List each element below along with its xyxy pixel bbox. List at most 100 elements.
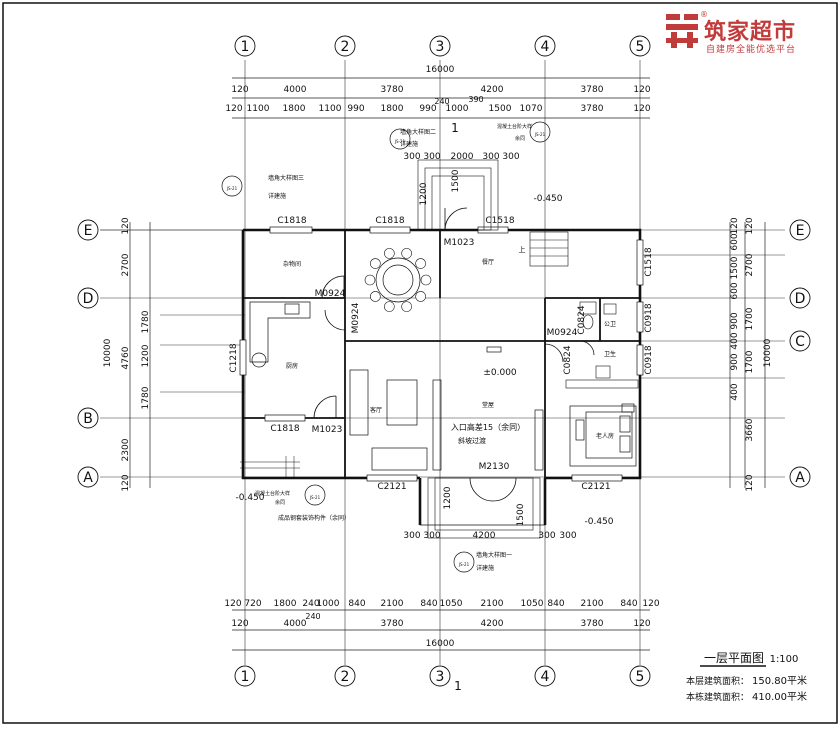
window-label: C0918 [644, 345, 654, 374]
dim-bottom-row1: 1050 [440, 599, 463, 609]
dim-top-row3: 120 [225, 104, 242, 114]
bath-fixtures [565, 301, 639, 389]
axis-top-4-circle [534, 35, 556, 57]
detail-ref: JS-21 [458, 562, 470, 567]
brand-logo: ® 筑家超市 自建房全能优选平台 [664, 10, 834, 60]
door-swings [313, 207, 595, 502]
axis-left-D-circle [77, 287, 99, 309]
elder-bed [569, 403, 637, 467]
dim-right-col1: 1700 [745, 307, 755, 330]
dim-top-row2: 4000 [284, 85, 307, 95]
dim-bottom-row1: 240 [302, 599, 319, 609]
entry-steps-bottom [427, 477, 541, 539]
dim-left-col1: 2700 [121, 253, 131, 276]
door-label: M1023 [444, 238, 475, 248]
step-dimension: 300 [538, 531, 555, 541]
note-corner2: 墙角大样图二 [400, 128, 436, 136]
step-dimension: 300 [482, 152, 499, 162]
dim-top-row3: 1070 [520, 104, 543, 114]
dim-bottom-row2: 4200 [481, 619, 504, 629]
dim-top-row2: 120 [633, 85, 650, 95]
note-stair: 上 [519, 245, 526, 254]
room-label-bath: 卫生 [604, 350, 616, 358]
door-label: M2130 [479, 462, 510, 472]
dim-bottom-extra: 240 [305, 612, 320, 621]
dim-bottom-row1: 720 [244, 599, 261, 609]
door-label: M1023 [312, 425, 343, 435]
dim-right-col2: 900 [730, 353, 740, 370]
dim-top-row3: 1100 [319, 104, 342, 114]
dim-right-col2: 400 [730, 332, 740, 349]
axis-top-3: 3 [436, 39, 445, 55]
window-label: C1818 [277, 216, 306, 226]
dining-chairs [364, 248, 432, 312]
note-sill: 成品钢套装饰构件（余同） [278, 514, 350, 522]
axis-top-3-circle [429, 35, 451, 57]
window-label: C1818 [270, 424, 299, 434]
room-label-elder: 老人房 [596, 432, 614, 440]
dim-bottom-row2: 3780 [381, 619, 404, 629]
note-concrete: 混凝土台阶大样 [497, 123, 532, 130]
dim-left-col1: 2300 [121, 438, 131, 461]
step-dimension: 300 [423, 531, 440, 541]
axis-bottom-3-circle [429, 665, 451, 687]
dim-bottom-row1: 1050 [521, 599, 544, 609]
dining-chair [384, 301, 395, 312]
grid-lines [100, 60, 785, 665]
dim-right-col1: 1700 [745, 350, 755, 373]
door-label: M0924 [351, 302, 361, 333]
axis-bottom-1-circle [234, 665, 256, 687]
step-dimension: 300 [559, 531, 576, 541]
door-label: M0924 [547, 328, 578, 338]
dim-top-row2: 3780 [381, 85, 404, 95]
dining-chair [370, 258, 381, 269]
dim-right-col2: 400 [730, 383, 740, 400]
dim-right-col1: 120 [745, 217, 755, 234]
section-marker-bottom: 1 [454, 679, 462, 693]
window-label: C0824 [563, 345, 573, 374]
window-label: C1518 [644, 247, 654, 276]
axis-right-E: E [796, 223, 805, 239]
detail-reference-circle [529, 121, 551, 143]
room-label-hall: 堂屋 [482, 401, 494, 409]
kitchen-counter [249, 301, 311, 368]
axis-top-5: 5 [636, 39, 645, 55]
dim-right-col2: 900 [730, 312, 740, 329]
dim-right-col2: 600 [730, 233, 740, 250]
window-label: C0824 [577, 305, 587, 334]
dim-bottom-row2: 3780 [581, 619, 604, 629]
area-total-value: 410.00平米 [752, 690, 807, 703]
step-dimension: 300 [423, 152, 440, 162]
dining-chair [415, 291, 426, 302]
axis-bottom-4-circle [534, 665, 556, 687]
detail-reference-circle [221, 175, 243, 197]
axis-left-E: E [84, 223, 93, 239]
dim-bottom-row2: 120 [231, 619, 248, 629]
axis-bottom-5-circle [629, 665, 651, 687]
step-dimension: 300 [403, 531, 420, 541]
axis-top-5-circle [629, 35, 651, 57]
window-label: C2121 [377, 482, 406, 492]
dim-bottom-total: 16000 [426, 639, 455, 649]
drawing-title: 一层平面图 [704, 651, 764, 665]
note-concrete-left: 混凝土台阶大样 [255, 490, 290, 497]
dim-right-col1: 2700 [745, 253, 755, 276]
elevation-top: -0.450 [533, 194, 562, 204]
axis-top-1: 1 [241, 39, 250, 55]
dim-top-row3: 1500 [489, 104, 512, 114]
dim-bottom-row1: 840 [348, 599, 365, 609]
dining-chair [384, 248, 395, 259]
step-dimension: 300 [502, 152, 519, 162]
dim-right-col2: 120 [730, 217, 740, 234]
dim-right-col2: 600 [730, 282, 740, 299]
elevation-left: -0.450 [235, 493, 264, 503]
note-entrance: 入口高差15（余同） [451, 422, 525, 432]
detail-ref: JS-21 [394, 139, 406, 144]
window-label: C0918 [644, 303, 654, 332]
door-label: M0924 [315, 289, 346, 299]
detail-reference-circle [453, 551, 475, 573]
living-furniture [349, 346, 544, 471]
